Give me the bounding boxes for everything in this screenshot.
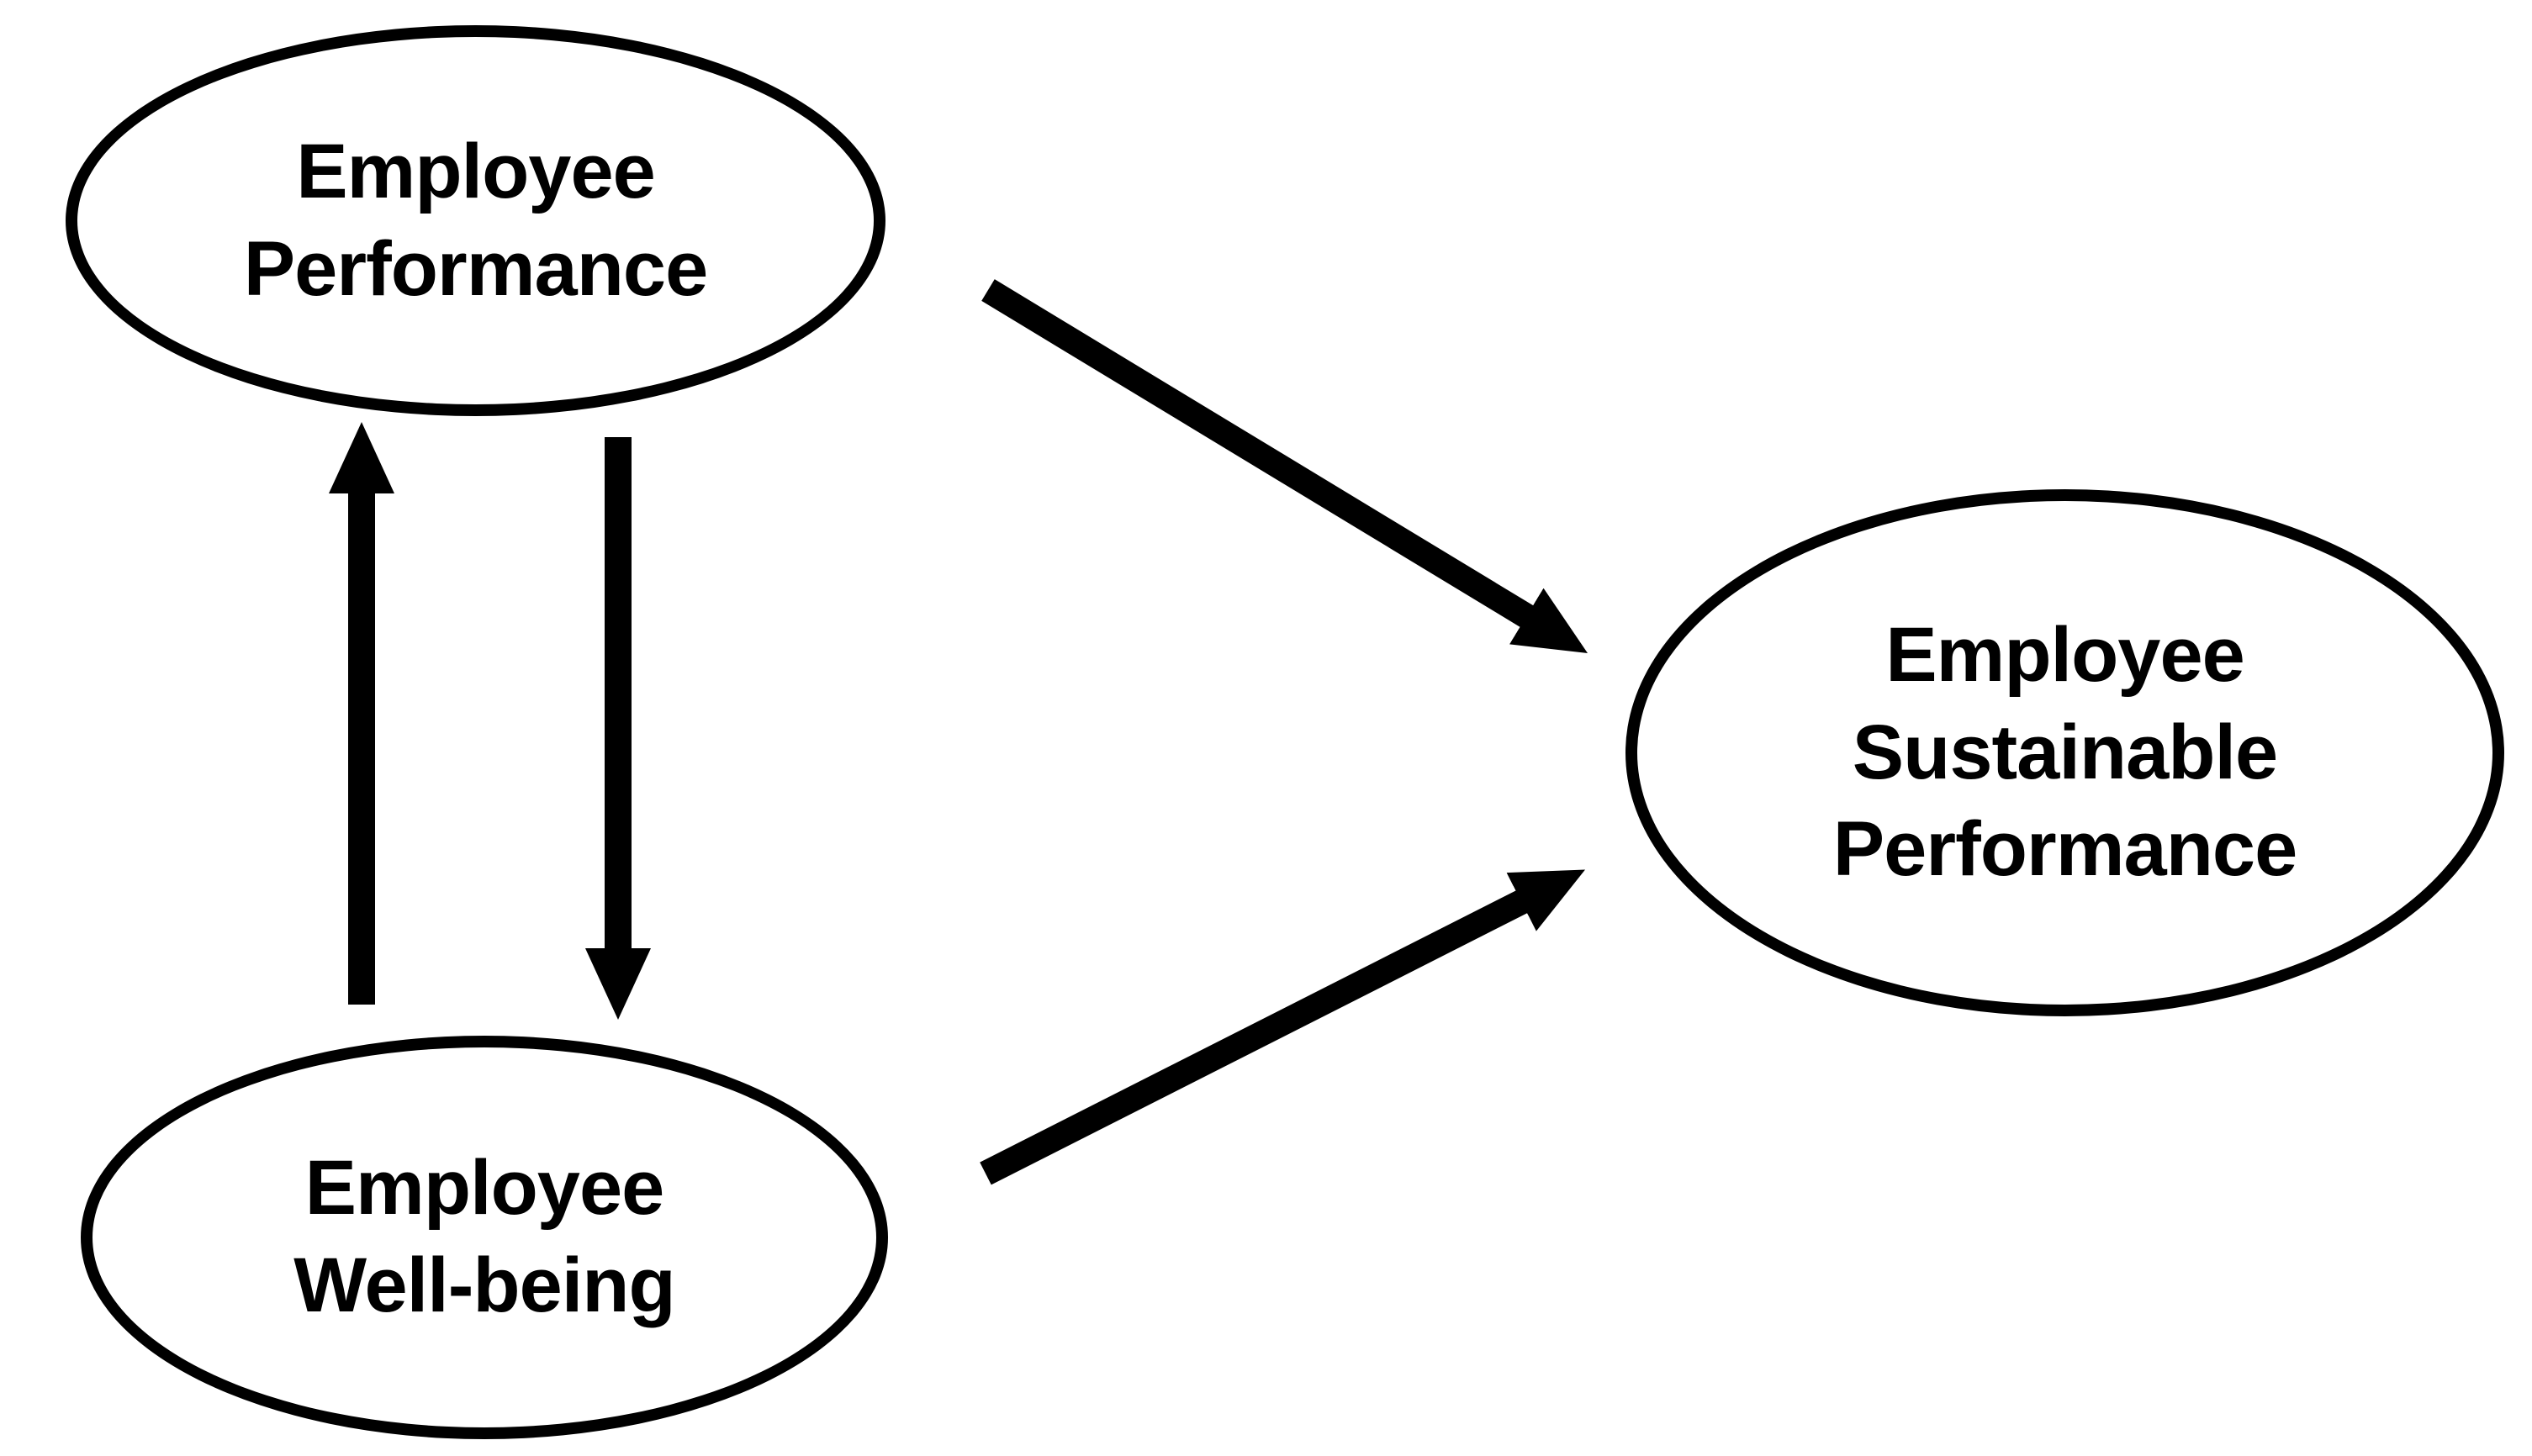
node-label-line: Performance xyxy=(243,225,708,312)
node-employee-sustainable-performance: Employee Sustainable Performance xyxy=(1625,489,2504,1016)
node-label-line: Sustainable xyxy=(1852,709,2278,795)
node-label-line: Well-being xyxy=(293,1242,675,1328)
node-label-line: Employee xyxy=(296,128,656,214)
arrow-well-being-to-sustainable xyxy=(980,869,1586,1185)
node-label-line: Employee xyxy=(1885,611,2245,698)
node-employee-performance: Employee Performance xyxy=(66,25,885,416)
node-label-line: Employee xyxy=(304,1145,665,1232)
node-employee-well-being-label: Employee Well-being xyxy=(293,1140,675,1335)
node-employee-performance-label: Employee Performance xyxy=(243,124,708,319)
arrow-performance-to-sustainable xyxy=(981,279,1588,654)
node-employee-sustainable-performance-label: Employee Sustainable Performance xyxy=(1833,607,2297,899)
node-employee-well-being: Employee Well-being xyxy=(81,1036,888,1439)
node-label-line: Performance xyxy=(1832,806,2297,893)
